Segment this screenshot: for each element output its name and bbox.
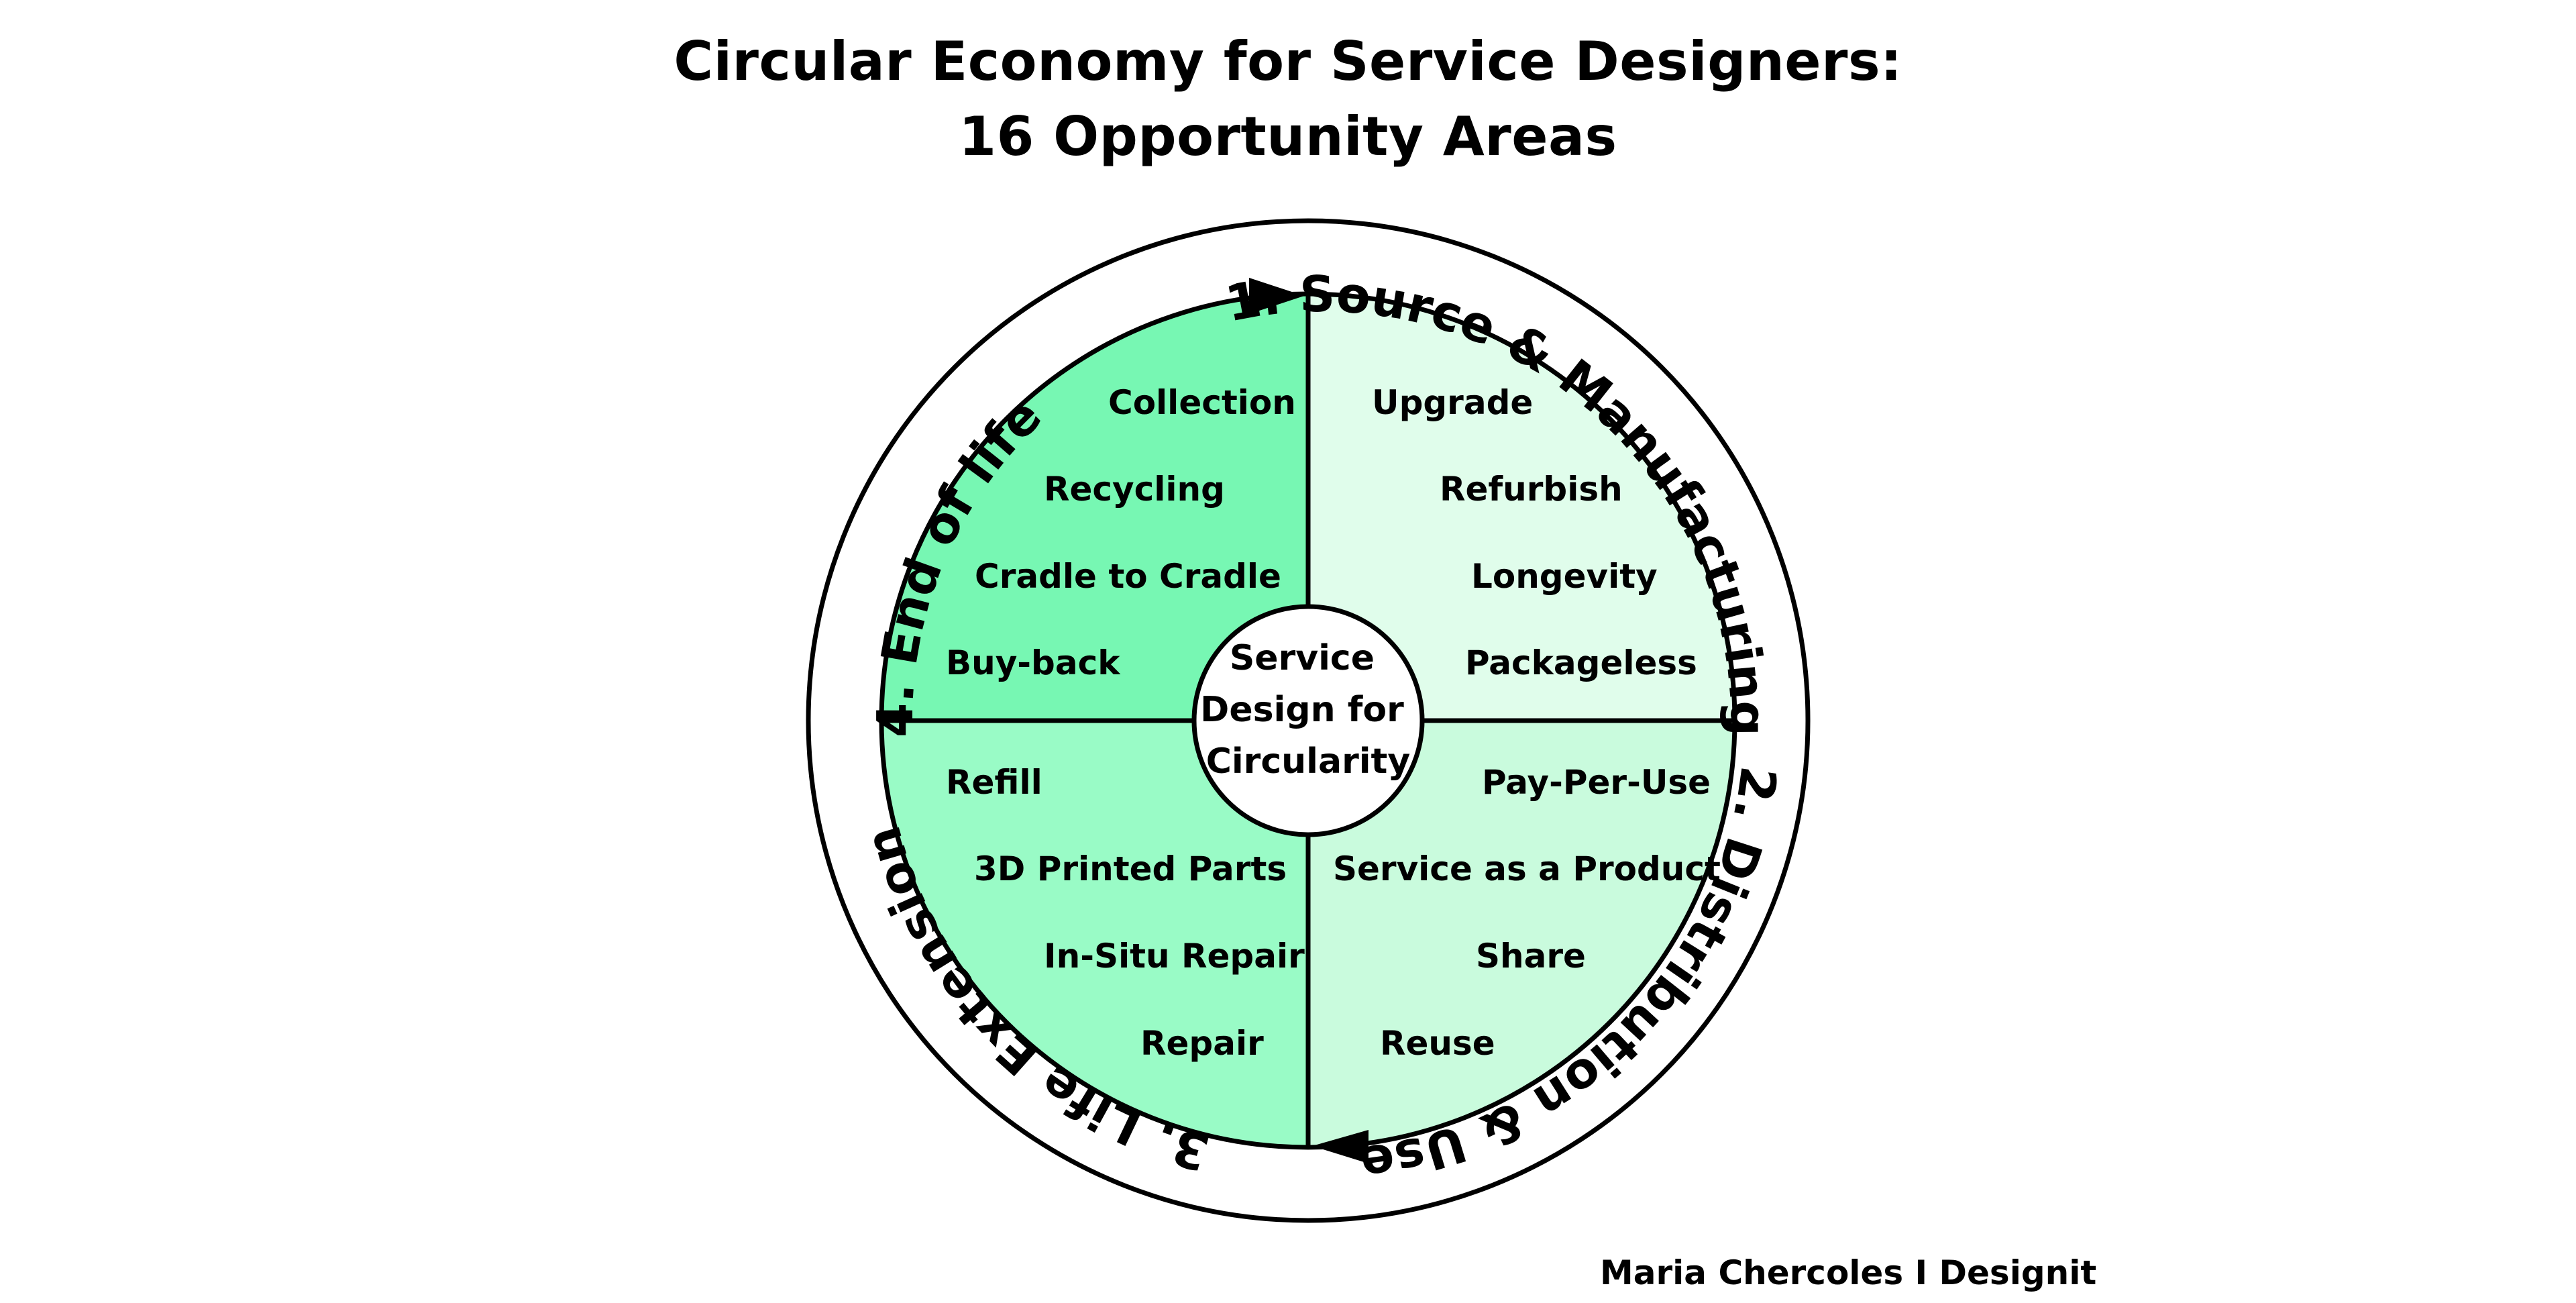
author-credit: Maria Chercoles I Designit — [1600, 1253, 2097, 1292]
item-upgrade: Upgrade — [1372, 383, 1533, 422]
arrow-top-icon — [1249, 278, 1304, 314]
arrow-bottom-icon — [1312, 1130, 1368, 1163]
item-longevity: Longevity — [1471, 557, 1658, 596]
title-line-2: 16 Opportunity Areas — [959, 105, 1617, 168]
center-line-1: Service — [1230, 638, 1375, 678]
title-line-1: Circular Economy for Service Designers: — [674, 30, 1902, 93]
title-block: Circular Economy for Service Designers: … — [0, 24, 2576, 174]
center-label: Service Design for Circularity — [1200, 638, 1416, 782]
item-buy-back: Buy-back — [946, 643, 1121, 682]
item-cradle-to-cradle: Cradle to Cradle — [975, 557, 1281, 596]
item-3d-printed-parts: 3D Printed Parts — [974, 849, 1287, 888]
item-in-situ-repair: In-Situ Repair — [1044, 937, 1305, 976]
item-reuse: Reuse — [1380, 1024, 1495, 1063]
item-refurbish: Refurbish — [1440, 470, 1623, 509]
item-pay-per-use: Pay-Per-Use — [1482, 763, 1711, 802]
quadrant-life-extension — [881, 721, 1308, 1147]
quadrant-distribution-use — [1308, 721, 1735, 1147]
item-service-as-a-product: Service as a Product — [1333, 849, 1721, 888]
item-collection: Collection — [1108, 383, 1296, 422]
item-share: Share — [1476, 937, 1586, 976]
quadrant-end-of-life — [881, 294, 1308, 721]
item-packageless: Packageless — [1465, 643, 1697, 682]
item-repair: Repair — [1140, 1024, 1264, 1063]
center-hub — [1191, 604, 1425, 837]
center-line-3: Circularity — [1206, 741, 1411, 782]
item-recycling: Recycling — [1044, 470, 1225, 509]
quadrant-source-manufacturing — [1308, 294, 1735, 721]
item-refill: Refill — [946, 763, 1042, 802]
center-line-2: Design for — [1200, 690, 1404, 730]
